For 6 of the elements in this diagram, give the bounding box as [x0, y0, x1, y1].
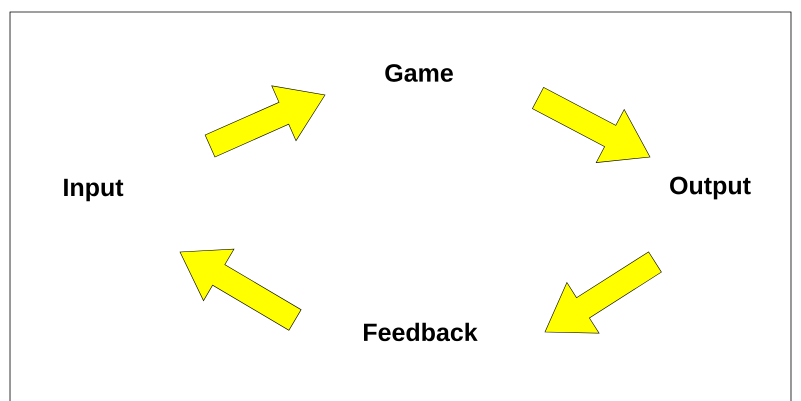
node-label: Game [385, 64, 453, 82]
block-arrow [204, 85, 326, 158]
block-arrow [532, 87, 650, 163]
node-label: Feedback [364, 322, 478, 342]
node-label: Input [64, 178, 124, 202]
node-label: Output [670, 176, 751, 200]
